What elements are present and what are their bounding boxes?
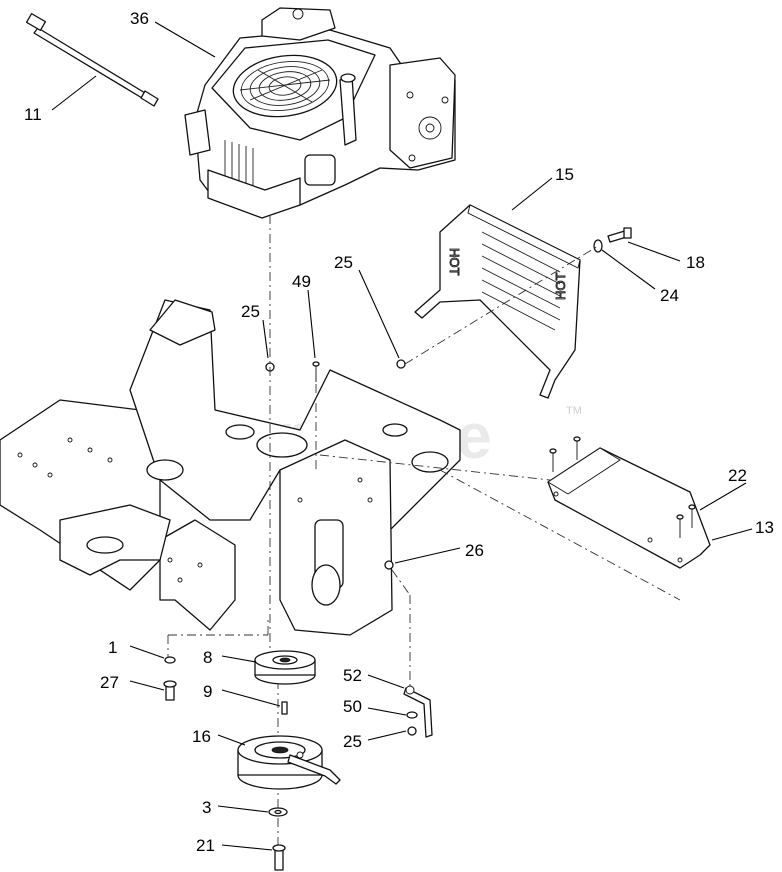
callout-36: 36 [130, 9, 149, 28]
callout-50: 50 [343, 697, 362, 716]
callout-27: 27 [100, 673, 119, 692]
washer-3[interactable] [268, 807, 288, 817]
rod-52[interactable] [403, 685, 433, 738]
callout-13: 13 [755, 518, 774, 537]
callout-24: 24 [660, 286, 679, 305]
pulley-8[interactable] [254, 650, 316, 685]
fan-screen-lines [239, 61, 331, 111]
engine[interactable] [184, 7, 456, 219]
assembly-lines [167, 215, 681, 848]
callout-21: 21 [196, 836, 215, 855]
callout-25b: 25 [334, 253, 353, 272]
callout-9: 9 [203, 682, 212, 701]
frame-holes [17, 437, 373, 583]
washer-1[interactable] [164, 656, 176, 664]
callout-15: 15 [555, 165, 574, 184]
shield-hot-right: HOT [553, 273, 568, 301]
bolt-49[interactable] [312, 361, 320, 382]
callout-leaders [51, 21, 753, 851]
throttle-cable[interactable] [25, 13, 159, 107]
key-9[interactable] [281, 701, 288, 715]
screw-18[interactable] [607, 227, 632, 243]
nut-26[interactable] [384, 560, 394, 570]
electric-clutch-16[interactable] [237, 735, 341, 790]
screws-22[interactable] [549, 436, 696, 538]
callout-25c: 25 [343, 732, 362, 751]
watermark-tm: TM [566, 405, 582, 417]
callout-52: 52 [343, 666, 362, 685]
cover-plate[interactable] [547, 447, 711, 569]
bolt-27[interactable] [163, 680, 177, 701]
callout-1: 1 [108, 638, 117, 657]
callout-16: 16 [192, 727, 211, 746]
shield-hot-left: HOT [447, 248, 462, 276]
callout-8: 8 [203, 648, 212, 667]
bolt-21[interactable] [272, 844, 286, 871]
heat-shield[interactable]: HOT HOT [414, 204, 581, 399]
nut-25-shield[interactable] [396, 359, 406, 369]
callout-labels: 11 36 15 18 24 25 49 25 22 13 26 1 27 8 … [24, 9, 774, 855]
callout-26: 26 [465, 541, 484, 560]
washer-24[interactable] [593, 239, 603, 253]
callout-22: 22 [728, 466, 747, 485]
callout-25a: 25 [241, 302, 260, 321]
callout-49: 49 [292, 272, 311, 291]
washer-50[interactable] [406, 711, 418, 719]
nut-25-rod[interactable] [407, 726, 417, 736]
callout-11: 11 [24, 105, 42, 124]
callout-18: 18 [686, 253, 705, 272]
callout-3: 3 [202, 798, 211, 817]
chassis-frame[interactable] [0, 299, 461, 636]
